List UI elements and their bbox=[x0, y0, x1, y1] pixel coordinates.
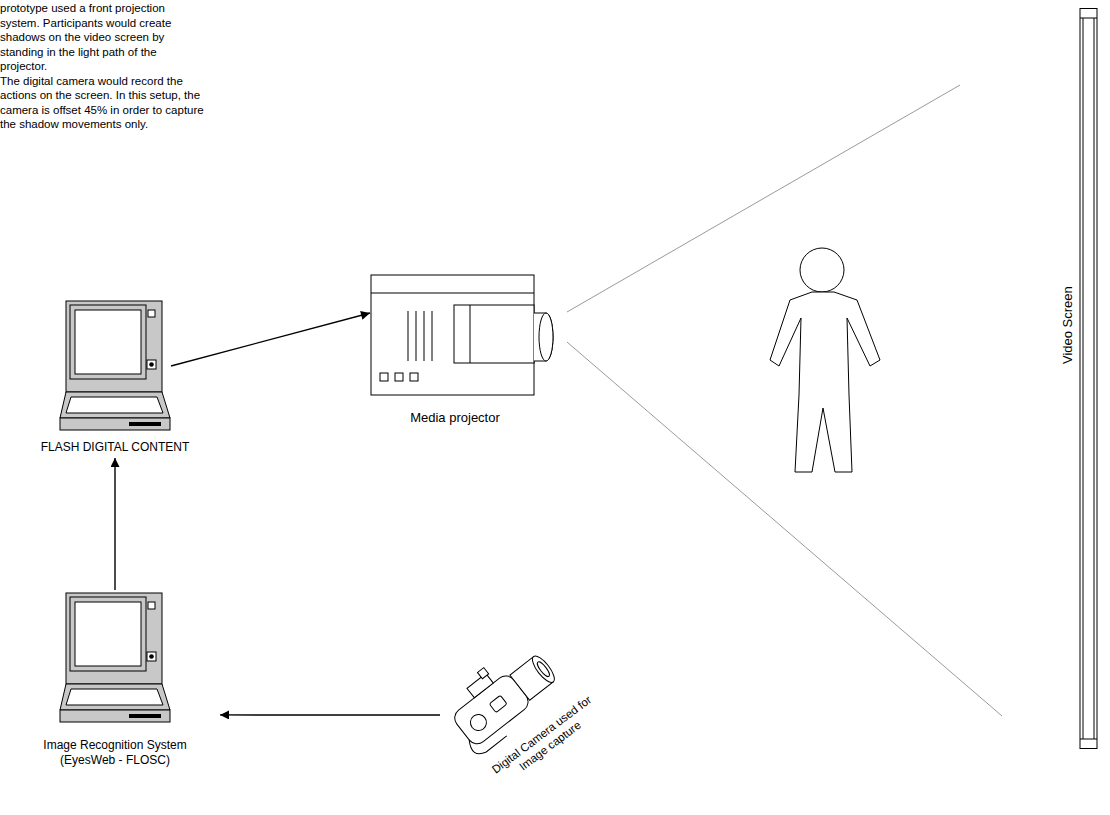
projector-vent bbox=[408, 311, 409, 361]
monitor-frame bbox=[66, 593, 162, 684]
connector-arrow bbox=[171, 313, 370, 366]
monitor-button bbox=[147, 360, 156, 369]
lens-barrel bbox=[534, 313, 553, 361]
monitor-screen bbox=[75, 602, 141, 666]
laptop-edge bbox=[60, 418, 170, 430]
light-beam bbox=[567, 85, 960, 312]
camera-panel bbox=[489, 695, 507, 712]
projector-node: Media projector bbox=[365, 270, 565, 430]
projector-vent bbox=[424, 311, 425, 361]
lens-glass bbox=[535, 660, 551, 678]
node-shape bbox=[1062, 8, 1102, 750]
lens-front bbox=[529, 653, 558, 686]
connector-arrow bbox=[220, 714, 440, 715]
laptop-icon bbox=[59, 300, 171, 432]
projector-vent bbox=[432, 311, 433, 361]
laptop-slot bbox=[129, 714, 161, 718]
computer-node: FLASH DIGITAL CONTENT bbox=[35, 298, 195, 458]
camera-strap bbox=[466, 720, 507, 758]
monitor-bezel bbox=[70, 305, 146, 379]
projector-icon bbox=[370, 273, 560, 398]
monitor-button bbox=[147, 652, 156, 661]
projector-stripe bbox=[371, 293, 534, 294]
node-label: Media projector bbox=[365, 410, 545, 426]
monitor-frame bbox=[66, 301, 162, 392]
camera-eyepiece bbox=[477, 668, 488, 679]
laptop-icon bbox=[59, 592, 171, 724]
laptop-keyboard bbox=[66, 689, 163, 705]
node-label: Video Screen bbox=[1060, 265, 1076, 385]
projector-button bbox=[380, 373, 388, 381]
projector-button bbox=[395, 373, 403, 381]
button-dot bbox=[149, 654, 154, 659]
lens-housing bbox=[454, 305, 534, 363]
camera-viewfinder bbox=[467, 674, 493, 698]
node-label: Image Recognition System (EyesWeb - FLOS… bbox=[30, 738, 200, 768]
laptop-keyboard bbox=[66, 397, 163, 413]
camera-dial bbox=[467, 711, 489, 733]
node-shape bbox=[59, 300, 171, 432]
monitor-light bbox=[148, 310, 155, 317]
screen-edge bbox=[1094, 18, 1095, 739]
laptop-base bbox=[60, 392, 170, 418]
projector-button bbox=[410, 373, 418, 381]
person-figure bbox=[770, 292, 880, 472]
screen-cap bbox=[1080, 18, 1097, 19]
screen-outline bbox=[1080, 9, 1097, 749]
node-shape bbox=[370, 273, 560, 398]
note-block: prototype used a front projection system… bbox=[0, 1, 206, 132]
laptop-base bbox=[60, 684, 170, 710]
monitor-screen bbox=[75, 310, 141, 374]
node-label: FLASH DIGITAL CONTENT bbox=[35, 440, 195, 455]
screen-edge bbox=[1083, 18, 1084, 739]
monitor-bezel bbox=[70, 597, 146, 671]
note-text: The digital camera would record the acti… bbox=[0, 74, 206, 132]
button-dot bbox=[149, 362, 154, 367]
laptop-slot bbox=[129, 422, 161, 426]
screen-frame bbox=[1062, 8, 1102, 750]
computer-node: Image Recognition System (EyesWeb - FLOS… bbox=[10, 590, 220, 770]
laptop-edge bbox=[60, 710, 170, 722]
person-head bbox=[800, 248, 844, 292]
lens-housing-line bbox=[470, 305, 471, 363]
connector-arrow bbox=[114, 458, 115, 590]
monitor-light bbox=[148, 602, 155, 609]
note-text: prototype used a front projection system… bbox=[0, 1, 206, 74]
node-shape bbox=[59, 592, 171, 724]
projector-body bbox=[371, 275, 534, 395]
camera-node: Digital Camera used for Image capture bbox=[440, 640, 590, 790]
light-beam bbox=[567, 342, 1002, 716]
projector-vent bbox=[416, 311, 417, 361]
screen-cap bbox=[1080, 739, 1097, 740]
screen-node: Video Screen bbox=[1062, 8, 1102, 750]
lens-front bbox=[539, 313, 553, 361]
